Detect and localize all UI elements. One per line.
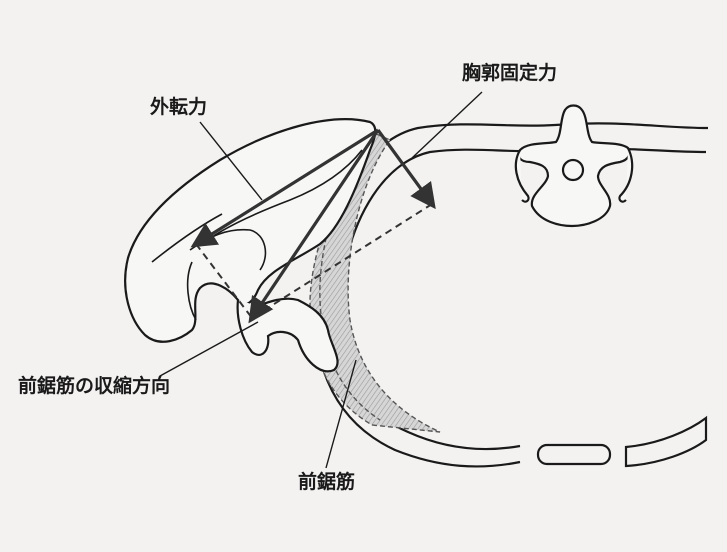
thoracic-fixation-force-label: 胸郭固定力	[462, 62, 558, 84]
contraction-direction-label: 前鋸筋の収縮方向	[18, 375, 171, 397]
vertebra	[514, 104, 634, 228]
contraction-direction-arrow	[248, 129, 380, 324]
abduction-force-arrow	[190, 128, 379, 248]
thoracic-fixation-force-arrow	[376, 129, 436, 210]
force-parallelogram	[195, 203, 433, 319]
abduction-force-label: 外転力	[150, 96, 208, 118]
serratus-anterior-label: 前鋸筋	[298, 471, 356, 493]
leader-lines	[159, 91, 483, 469]
